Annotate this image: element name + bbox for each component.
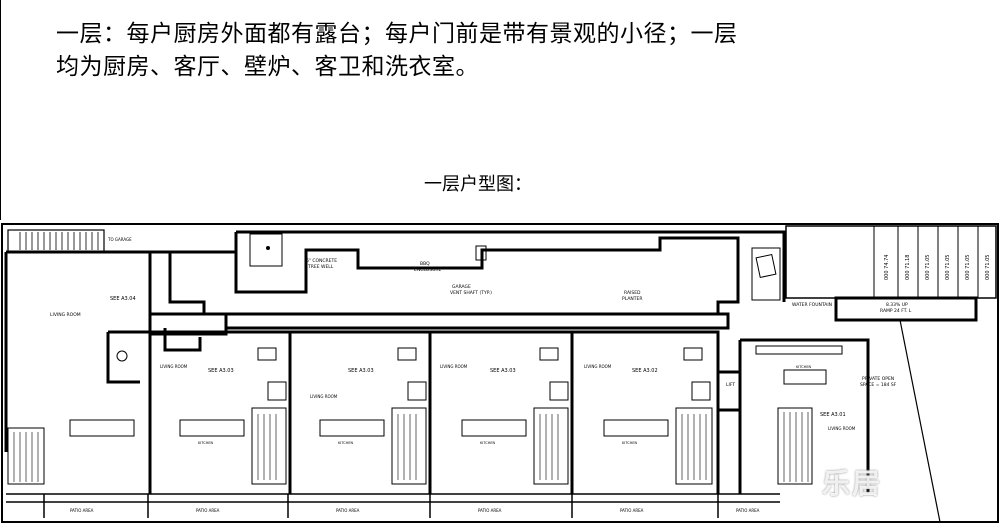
lift-label: LIFT: [726, 382, 735, 388]
end-unit-walls: [718, 338, 870, 494]
unit-3-living: LIVING ROOM: [440, 364, 468, 369]
left-patio: PATIO AREA: [70, 508, 94, 513]
tree-well: [249, 233, 283, 267]
unit-3-patio: PATIO AREA: [478, 508, 502, 513]
left-unit-walls: [4, 250, 152, 452]
vent-label-2: VENT SHAFT (TYP.): [450, 290, 492, 296]
unit-1-patio: PATIO AREA: [196, 508, 220, 513]
to-garage-label: TO GARAGE: [107, 237, 132, 242]
unit-1: [69, 330, 292, 494]
unit-1-kitchen: KITCHEN: [198, 441, 214, 445]
end-living-label: LIVING ROOM: [828, 426, 856, 431]
unit-2: [290, 330, 432, 494]
unit-2-living: LIVING ROOM: [310, 394, 338, 399]
ramp-label-1: 8.33% UP: [886, 302, 908, 308]
description-text: 一层：每户厨房外面都有露台；每户门前是带有景观的小径；一层 均为厨房、客厅、壁炉…: [56, 18, 956, 84]
private-open-label-1: PRIVATE OPEN: [862, 376, 894, 382]
floor-plan: TO GARAGE 6" CONCRETE TREE WELL BBQ ENCL…: [0, 222, 1000, 523]
ramp-label-2: RAMP 24 FT. L: [880, 308, 912, 314]
site-edge-line: [899, 319, 941, 523]
bbq-enclosure: [475, 245, 487, 261]
unit-4-see: SEE A3.02: [632, 368, 658, 374]
end-unit-island: [783, 369, 827, 385]
unit-1-see: SEE A3.03: [208, 368, 234, 374]
unit-3-kitchen: KITCHEN: [480, 441, 496, 445]
vent-label-1: GARAGE: [452, 284, 471, 290]
fountain: [751, 247, 781, 301]
left-stair: [7, 427, 45, 485]
tree-well-label-2: TREE WELL: [307, 264, 334, 270]
floor-plan-title: 一层户型图：: [424, 174, 532, 195]
site-watermark: 乐居: [822, 467, 883, 500]
right-patio: PATIO AREA: [736, 508, 760, 513]
svg-text:000 74.74: 000 74.74: [884, 255, 890, 280]
parking-numbers: 000 74.74 000 71.18 000 71.05 000 71.05 …: [884, 255, 991, 280]
planter-label-2: PLANTER: [622, 296, 643, 302]
garage-stair: [7, 229, 105, 253]
description-line-1: 一层：每户厨房外面都有露台；每户门前是带有景观的小径；一层: [56, 21, 738, 47]
unit-3: [430, 330, 574, 494]
unit-4-living: LIVING ROOM: [584, 364, 612, 369]
patio-band: [6, 493, 780, 518]
unit-4-kitchen: KITCHEN: [622, 441, 638, 445]
unit-2-kitchen: KITCHEN: [338, 441, 354, 445]
courtyard-walls: [150, 230, 786, 352]
svg-text:000 71.05: 000 71.05: [985, 255, 991, 280]
parking-stalls: [873, 226, 979, 298]
unit-1-living: LIVING ROOM: [160, 364, 188, 369]
ramp: [834, 296, 978, 322]
end-unit-stair: [777, 407, 813, 485]
svg-text:000 71.05: 000 71.05: [945, 255, 951, 280]
description-line-2: 均为厨房、客厅、壁炉、客卫和洗衣室。: [56, 54, 479, 80]
svg-text:000 71.05: 000 71.05: [965, 255, 971, 280]
private-open-label-2: SPACE = 184 SF: [860, 382, 897, 388]
bbq-label-2: ENCLOSURE: [414, 267, 442, 273]
see-a301-label: SEE A3.01: [820, 412, 846, 418]
fountain-label: WATER FOUNTAIN: [792, 302, 832, 308]
end-kitchen-label: KITCHEN: [796, 365, 812, 369]
unit-2-see: SEE A3.03: [348, 368, 374, 374]
floor-plan-drawing: TO GARAGE 6" CONCRETE TREE WELL BBQ ENCL…: [1, 223, 999, 523]
svg-text:000 71.18: 000 71.18: [905, 255, 911, 280]
see-a304-label: SEE A3.04: [110, 296, 136, 302]
main-living-label: LIVING ROOM: [50, 312, 81, 318]
unit-2-patio: PATIO AREA: [336, 508, 360, 513]
slide-left-edge: [0, 0, 1, 220]
unit-4-patio: PATIO AREA: [620, 508, 644, 513]
left-wc-fixture: [116, 350, 128, 362]
unit-4: [572, 330, 720, 494]
bbq-label-1: BBQ: [420, 261, 430, 267]
tree-well-label-1: 6" CONCRETE: [306, 258, 337, 264]
svg-text:000 71.05: 000 71.05: [925, 255, 931, 280]
end-unit-counter: [755, 345, 843, 355]
unit-3-see: SEE A3.03: [490, 368, 516, 374]
plan-boundary: [1, 223, 999, 523]
planter-label-1: RAISED: [624, 290, 641, 296]
